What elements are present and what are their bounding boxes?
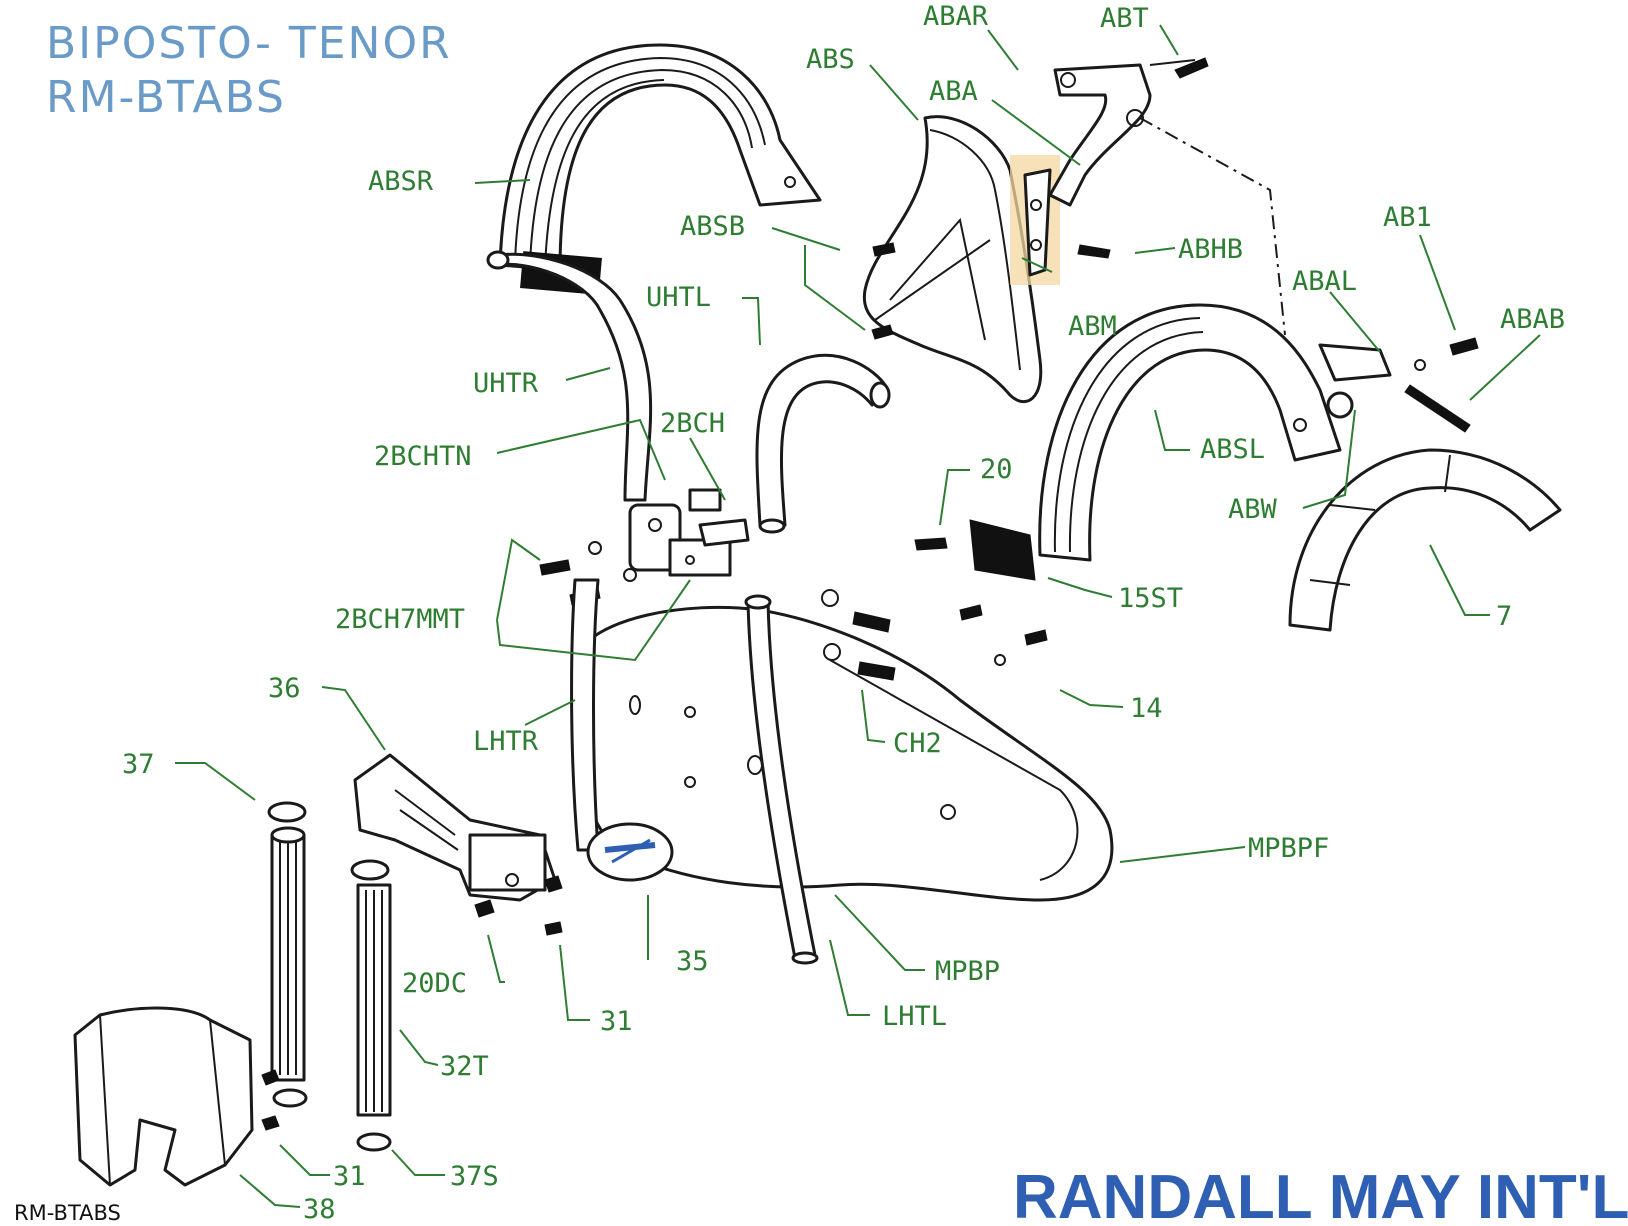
callout-7: 7 (1496, 601, 1512, 632)
part-7-pad (1288, 448, 1562, 632)
callout-32t: 32T (440, 1051, 489, 1082)
leader-lines (175, 24, 1541, 1208)
callout-31-left: 31 (333, 1161, 366, 1192)
part-absl-arm (1038, 303, 1342, 562)
callout-ab1: AB1 (1383, 202, 1432, 233)
callout-abal: ABAL (1292, 266, 1357, 297)
part-absb-screws (871, 242, 1111, 340)
part-35-badge (586, 822, 674, 882)
callout-31-right: 31 (600, 1006, 633, 1037)
callout-absl: ABSL (1200, 434, 1265, 465)
part-abal-connector (1318, 337, 1479, 433)
part-32t-post (350, 859, 392, 1152)
callout-2bchtn: 2BCHTN (374, 441, 472, 472)
callout-abm: ABM (1068, 311, 1117, 342)
callout-abt: ABT (1100, 3, 1149, 34)
callout-37: 37 (122, 749, 155, 780)
part-38-holder (73, 1006, 280, 1187)
callout-uhtl: UHTL (646, 282, 711, 313)
callout-20dc: 20DC (402, 968, 467, 999)
callout-abar: ABAR (923, 1, 989, 32)
callout-lhtr: LHTR (473, 726, 539, 757)
part-drawings (73, 43, 1562, 1187)
part-uhtr-tube (486, 250, 653, 502)
callout-38: 38 (303, 1194, 336, 1225)
part-15st-block (914, 519, 1048, 666)
callout-aba: ABA (929, 76, 978, 107)
callout-mpbpf: MPBPF (1248, 833, 1329, 864)
callout-abab: ABAB (1500, 304, 1565, 335)
callout-14: 14 (1130, 693, 1163, 724)
callout-labels: ABAR ABT ABS ABA ABSR ABSB ABHB AB1 ABAL… (122, 1, 1565, 1225)
footer-model-number: RM-BTABS (14, 1201, 121, 1225)
callout-absr: ABSR (368, 166, 434, 197)
part-2bch-clamp (539, 488, 750, 606)
part-36-bracket (353, 753, 563, 936)
callout-2bch: 2BCH (660, 408, 725, 439)
diagram-model-number: RM-BTABS (46, 72, 286, 123)
callout-ch2: CH2 (893, 728, 942, 759)
callout-mpbp: MPBP (935, 956, 1000, 987)
callout-20: 20 (980, 454, 1013, 485)
callout-lhtl: LHTL (882, 1001, 947, 1032)
part-37-post (267, 801, 308, 1108)
callout-abs: ABS (806, 44, 855, 75)
callout-uhtr: UHTR (473, 368, 539, 399)
part-abm-bracket (1010, 155, 1060, 285)
callout-2bch7mmt: 2BCH7MMT (335, 604, 465, 635)
diagram-title: BIPOSTO- TENOR (46, 18, 452, 69)
brand-name: RANDALL MAY INT'L. (1013, 1163, 1628, 1226)
callout-37s: 37S (450, 1161, 499, 1192)
callout-abw: ABW (1228, 494, 1278, 525)
centerline (1139, 117, 1286, 336)
callout-35: 35 (676, 946, 709, 977)
part-uhtl-tube (755, 353, 891, 534)
callout-15st: 15ST (1118, 583, 1183, 614)
part-lower-tubes (570, 578, 819, 965)
callout-abhb: ABHB (1178, 234, 1243, 265)
callout-36: 36 (268, 673, 301, 704)
callout-absb: ABSB (680, 211, 745, 242)
part-aba-arm (1048, 57, 1209, 207)
